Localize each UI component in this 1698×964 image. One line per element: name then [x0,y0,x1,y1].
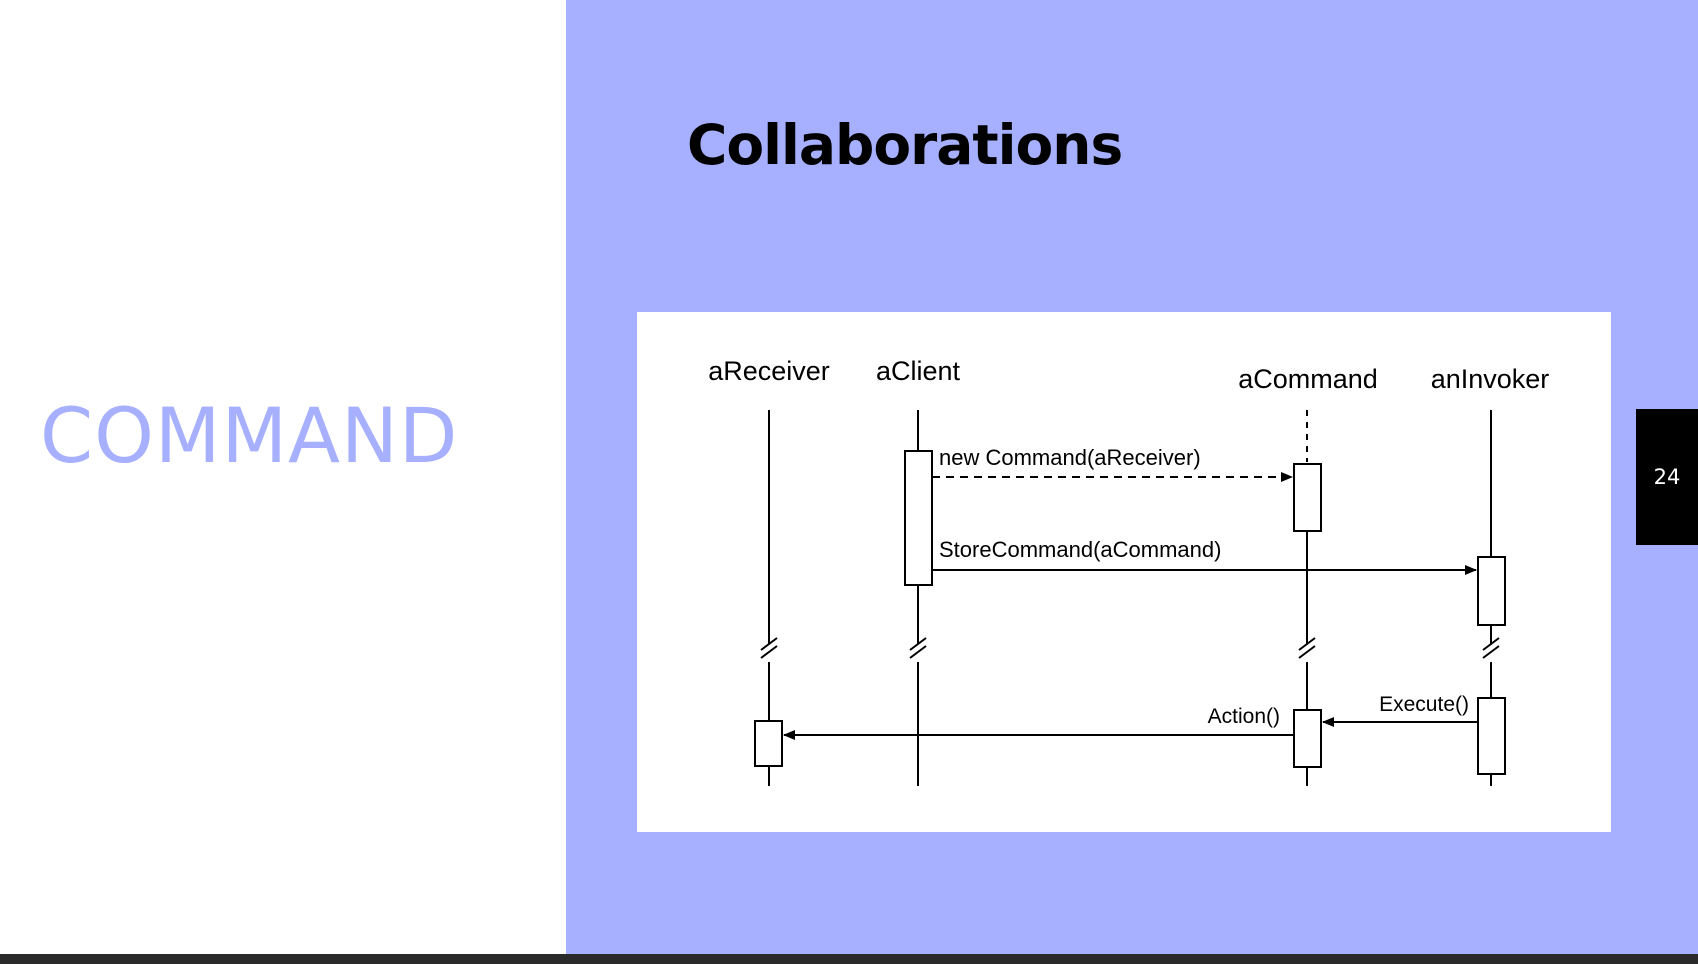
activation-aclient [904,450,933,586]
section-title: COMMAND [40,391,459,480]
slide-title: Collaborations [687,113,1123,177]
sequence-diagram: aReceiver aClient aCommand anInvoker [637,312,1611,832]
sequence-diagram-svg: aReceiver aClient aCommand anInvoker [708,356,1550,786]
participant-aclient: aClient [876,356,961,386]
bottom-bar [0,954,1698,964]
page-number: 24 [1653,465,1681,489]
left-panel: COMMAND [0,0,566,954]
activation-acommand-execute [1293,709,1322,768]
activation-aninvoker-store [1477,556,1506,626]
message-new-command-label: new Command(aReceiver) [939,445,1201,470]
page-number-badge: 24 [1636,409,1698,545]
message-execute-label: Execute() [1379,693,1469,716]
message-store-command-label: StoreCommand(aCommand) [939,537,1221,562]
participant-aninvoker: anInvoker [1431,364,1550,394]
activation-aninvoker-execute [1477,697,1506,775]
participant-areceiver: aReceiver [708,356,830,386]
activation-areceiver [754,720,783,767]
lifeline-break-marks [760,637,1500,659]
activation-acommand-create [1293,463,1322,532]
participant-acommand: aCommand [1238,364,1378,394]
message-action-label: Action() [1208,705,1280,728]
